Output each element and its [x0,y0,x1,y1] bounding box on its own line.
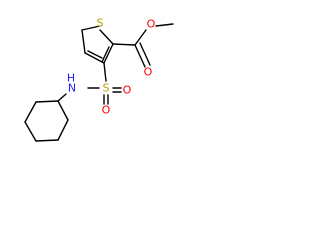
bond-c4-c5 [81,29,86,54]
bond-cy-1-2 [57,100,69,121]
bond-n-cyclohexyl [57,93,67,102]
sulfonamide-group [57,62,122,105]
atom-h-amine: H [67,72,75,85]
bond-c2-c3 [103,43,114,64]
methyl-ester [112,23,174,68]
bond-c-o-carbonyl-double [139,42,151,66]
atom-o-ester: O [147,18,156,31]
cyclohexane-ring [24,100,69,142]
bond-cy-5-6 [24,101,37,123]
bond-c3-c4 [84,52,105,64]
bond-cy-4-5 [24,121,37,142]
bond-c2-ccarbonyl [112,43,136,46]
bond-c2-c3-double [101,46,110,63]
bond-c5-s1 [81,25,101,31]
atom-n-amine: N [68,82,76,95]
bond-c-o-ester [134,29,147,46]
bond-cy-2-3 [57,119,69,141]
bond-o-methyl [155,23,174,27]
bond-cy-6-1 [35,100,59,103]
thiophene-ring [81,25,114,64]
bond-c3-c4-double [87,50,103,59]
atom-o-sulfonyl-down: O [102,104,111,117]
atom-s-sulfonyl: S [103,82,110,95]
bond-c-o-carbonyl [134,44,146,68]
bond-c3-s [103,62,107,82]
atom-o-sulfonyl-right: O [123,84,132,97]
atom-o-carbonyl: O [144,66,153,79]
bond-cy-3-4 [35,139,59,142]
bond-s1-c2 [99,29,114,45]
molecule-structure-diagram: S O O S O O H N [24,17,174,142]
atom-s-thiophene: S [97,17,104,30]
